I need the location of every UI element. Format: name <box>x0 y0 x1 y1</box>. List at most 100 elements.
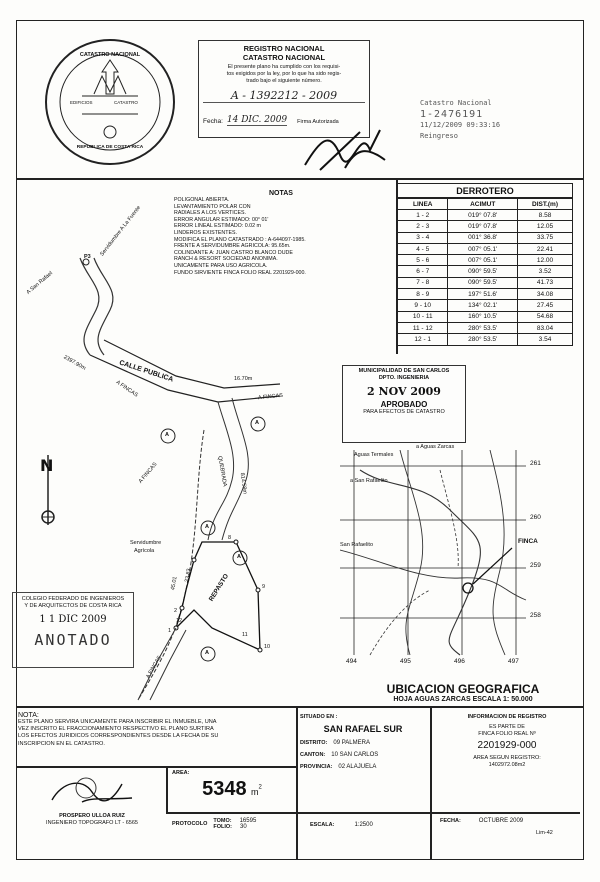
notas-line: POLIGONAL ABIERTA. <box>174 197 230 203</box>
seal-bottom-text: REPUBLICA DE COSTA RICA <box>76 145 144 150</box>
servidumbre-agricola-label: Servidumbre <box>130 540 162 546</box>
derrotero-cell: 134° 02.1' <box>447 299 518 312</box>
derrotero-cell: 4 - 5 <box>396 242 449 256</box>
muni-line: DPTO. INGENIERIA <box>378 375 430 381</box>
notas-line: UNICAMENTE PARA USO AGRICOLA. <box>174 262 268 269</box>
notas-block: NOTAS POLIGONAL ABIERTA. LEVANTAMIENTO P… <box>174 190 388 276</box>
grid-x-label: 496 <box>454 658 465 665</box>
derrotero-cell: 280° 53.5' <box>447 333 518 346</box>
place-label: a Aguas Zarcas <box>416 444 455 450</box>
registro-subtitle: CATASTRO NACIONAL <box>242 53 326 62</box>
info-area-label: AREA SEGUN REGISTRO: <box>473 755 541 761</box>
fecha-block: FECHA: OCTUBRE 2009 <box>440 818 523 824</box>
vertex-label: 1 <box>168 628 172 634</box>
situado-header: SITUADO EN : <box>300 714 338 720</box>
notas-line: RADIALES A LOS VERTICES. <box>174 210 247 217</box>
area-marker: A <box>205 650 209 656</box>
derrotero-cell: 8 - 9 <box>396 288 449 301</box>
derrotero-cell: 9 - 10 <box>396 299 449 312</box>
servidumbre-agricola-label: Agrícola <box>134 548 155 554</box>
vertex-label: 11 <box>242 632 248 638</box>
notas-line: RANCH & RESORT SOCIEDAD ANONIMA. <box>174 256 278 263</box>
derrotero-cell: 83.04 <box>517 321 573 335</box>
distrito-label: DISTRITO: <box>300 740 328 746</box>
notas-line: FRENTE A SERVIDUMBRE AGRICOLA: 95.65m. <box>174 243 291 250</box>
registro-body-line: El presente plano ha cumplido con los re… <box>227 64 341 70</box>
survey-map: CALLE PUBLICA 16.70m 2397.90m A FINCAS A… <box>18 180 396 706</box>
fecha-value: 14 DIC. 2009 <box>226 115 288 126</box>
derrotero-header: DIST.(m) <box>517 198 573 210</box>
area-block: AREA: 5348 m2 <box>172 770 292 801</box>
catastro-ref-number: 1-2476191 <box>420 109 484 120</box>
folio-label: FOLIO: <box>213 824 232 830</box>
notas-line: MODIFICA EL PLANO CATASTRADO : A-644097-… <box>174 236 306 243</box>
north-icon: N <box>40 456 54 475</box>
divider <box>16 178 584 180</box>
nota-line: INSCRIPCION EN EL CATASTRO. <box>18 740 105 747</box>
muni-sub: PARA EFECTOS DE CATASTRO <box>363 409 445 415</box>
folio-value: 30 <box>240 824 247 830</box>
ubicacion-subtitle: HOJA AGUAS ZARCAS ESCALA 1: 50.000 <box>393 696 533 703</box>
finca-label: FINCA <box>518 538 538 545</box>
registro-number: A - 1392212 - 2009 <box>203 89 365 103</box>
ubicacion-title-block: UBICACION GEOGRAFICA HOJA AGUAS ZARCAS E… <box>354 682 572 703</box>
divider <box>166 812 580 814</box>
info-number: 2201929-000 <box>477 740 537 751</box>
derrotero-cell: 33.75 <box>517 231 573 244</box>
derrotero-cell: 019° 07.8' <box>447 220 518 233</box>
ubicacion-title: UBICACION GEOGRAFICA <box>386 682 540 696</box>
colegio-date: 1 1 DIC 2009 <box>39 614 107 625</box>
location-map: Aguas Termales a Aguas Zarcas a San Rafa… <box>339 444 580 676</box>
area-marker: A <box>255 420 259 426</box>
derrotero-cell: 007° 05.1' <box>447 242 518 256</box>
tomo-label: TOMO: <box>213 818 232 824</box>
divider <box>296 706 298 860</box>
municipalidad-stamp: MUNICIPALIDAD DE SAN CARLOS DPTO. INGENI… <box>342 365 466 443</box>
derrotero-cell: 2 - 3 <box>396 220 449 233</box>
muni-date: 2 NOV 2009 <box>367 385 441 398</box>
derrotero-cell: 3.52 <box>517 265 573 278</box>
registro-stamp: REGISTRO NACIONAL CATASTRO NACIONAL El p… <box>198 40 370 138</box>
distance-label: 16.70m <box>234 376 253 382</box>
seal-right-text: CATASTRO <box>114 100 138 105</box>
derrotero-cell: 090° 59.5' <box>447 276 518 290</box>
vertex-label: 12 <box>176 618 183 624</box>
derrotero-cell: 54.68 <box>517 310 573 323</box>
vertex-label: 9 <box>262 584 266 590</box>
protocolo-label: PROTOCOLO <box>172 821 208 827</box>
notas-title: NOTAS <box>269 190 293 197</box>
divider <box>16 766 296 768</box>
derrotero-cell: 41.73 <box>517 276 573 290</box>
catastro-ref-date: 11/12/2009 09:33:16 <box>420 121 501 129</box>
info-area-value: 1402972.08m2 <box>488 762 526 768</box>
colegio-anotado: ANOTADO <box>34 631 112 649</box>
grid-x-label: 495 <box>400 658 411 665</box>
signature-scribble <box>300 120 390 175</box>
notas-line: COLINDANTE A: JUAN CASTRO BLANCO DUDE <box>174 249 293 256</box>
escala-block: ESCALA: 1:2500 <box>310 822 373 828</box>
nota-line: VEZ INSCRITO EL FRACCIONAMIENTO RESPECTI… <box>18 726 214 733</box>
footer-fecha-value: OCTUBRE 2009 <box>478 818 524 824</box>
point-label: P3 <box>84 254 91 260</box>
catastro-reference: Catastro Nacional 1-2476191 11/12/2009 0… <box>420 98 570 142</box>
derrotero-cell: 090° 59.5' <box>447 265 518 278</box>
grid-x-label: 494 <box>346 658 357 665</box>
area-marker: A <box>237 554 241 560</box>
derrotero-cell: 34.08 <box>517 288 573 301</box>
derrotero-cell: 7 - 8 <box>396 276 449 290</box>
catastro-ref-status: Reingreso <box>420 132 458 140</box>
derrotero-cell: 10 - 11 <box>396 310 449 323</box>
colegio-line: Y DE ARQUITECTOS DE COSTA RICA <box>24 603 122 609</box>
situado-place: SAN RAFAEL SUR <box>323 724 403 734</box>
area-marker: A <box>165 432 169 438</box>
grid-y-label: 261 <box>530 460 541 467</box>
area-sup: 2 <box>258 784 262 791</box>
